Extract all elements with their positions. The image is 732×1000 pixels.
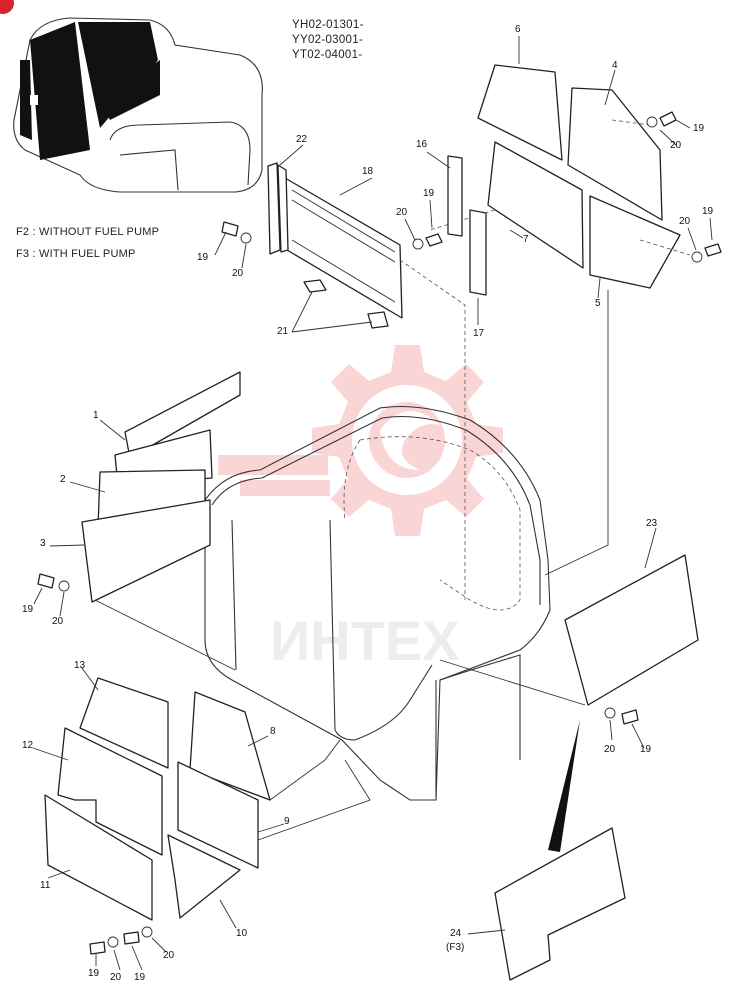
bolt-washer-set bbox=[37, 111, 722, 955]
panel-3 bbox=[81, 499, 211, 603]
panel-11 bbox=[44, 794, 153, 921]
watermark-gear-icon bbox=[218, 345, 503, 536]
callout-label: 19 bbox=[423, 188, 435, 199]
callout-label: 19 bbox=[88, 968, 100, 979]
panel-9 bbox=[177, 761, 259, 869]
callout-label: 20 bbox=[110, 972, 122, 983]
serial-code-list: YH02-01301- YY02-03001- YT02-04001- bbox=[292, 18, 364, 63]
brackets-16-17 bbox=[447, 155, 487, 296]
leader-lines bbox=[32, 36, 713, 971]
callout-label: 17 bbox=[473, 328, 485, 339]
callout-label: 5 bbox=[595, 298, 601, 309]
callout-label: 19 bbox=[197, 252, 209, 263]
arrow-icon bbox=[548, 720, 580, 852]
callout-label: 20 bbox=[670, 140, 682, 151]
callout-label: 1 bbox=[93, 410, 99, 421]
cab-thumbnail bbox=[13, 17, 263, 193]
callout-label: 19 bbox=[693, 123, 705, 134]
panel-4 bbox=[567, 87, 663, 221]
callout-label: (F3) bbox=[446, 942, 465, 953]
callout-label: 12 bbox=[22, 740, 34, 751]
cab-frame bbox=[204, 406, 551, 801]
callout-label: 4 bbox=[612, 60, 618, 71]
callout-label: 2 bbox=[60, 474, 66, 485]
serial-code: YY02-03001- bbox=[292, 34, 364, 46]
callout-label: 19 bbox=[702, 206, 714, 217]
legend-f3: F3 : WITH FUEL PUMP bbox=[16, 248, 136, 260]
callout-label: 23 bbox=[646, 518, 658, 529]
callout-label: 19 bbox=[640, 744, 652, 755]
legend-f2: F2 : WITHOUT FUEL PUMP bbox=[16, 226, 160, 238]
callout-label: 24 bbox=[450, 928, 462, 939]
panel-5 bbox=[589, 195, 681, 289]
callout-label: 20 bbox=[52, 616, 64, 627]
callout-label: 10 bbox=[236, 928, 248, 939]
condenser-18 bbox=[267, 162, 403, 319]
callout-label: 3 bbox=[40, 538, 46, 549]
callout-label: 6 bbox=[515, 24, 521, 35]
corner-badge-icon bbox=[0, 0, 14, 14]
callout-label: 16 bbox=[416, 139, 428, 150]
callout-label: 20 bbox=[604, 744, 616, 755]
callout-label: 19 bbox=[22, 604, 34, 615]
callout-label: 19 bbox=[134, 972, 146, 983]
panel-12 bbox=[57, 727, 163, 856]
callout-label: 20 bbox=[679, 216, 691, 227]
panel-7 bbox=[487, 141, 584, 269]
pads-21 bbox=[303, 279, 389, 329]
watermark-text: ИНТЕХ bbox=[270, 609, 460, 672]
panel-23 bbox=[564, 554, 699, 706]
callout-label: 7 bbox=[523, 234, 529, 245]
callout-label: 8 bbox=[270, 726, 276, 737]
callout-label: 9 bbox=[284, 816, 290, 827]
callout-label: 18 bbox=[362, 166, 374, 177]
serial-code: YH02-01301- bbox=[292, 19, 364, 31]
callout-label: 20 bbox=[396, 207, 408, 218]
callout-label: 20 bbox=[163, 950, 175, 961]
panel-10 bbox=[167, 834, 241, 919]
callout-label: 20 bbox=[232, 268, 244, 279]
callout-label: 22 bbox=[296, 134, 308, 145]
panel-24 bbox=[494, 827, 626, 981]
callout-label: 13 bbox=[74, 660, 86, 671]
serial-code: YT02-04001- bbox=[292, 49, 363, 61]
callout-label: 21 bbox=[277, 326, 289, 337]
panel-13 bbox=[79, 677, 169, 769]
callout-label: 11 bbox=[40, 880, 51, 891]
panel-6 bbox=[477, 64, 563, 161]
